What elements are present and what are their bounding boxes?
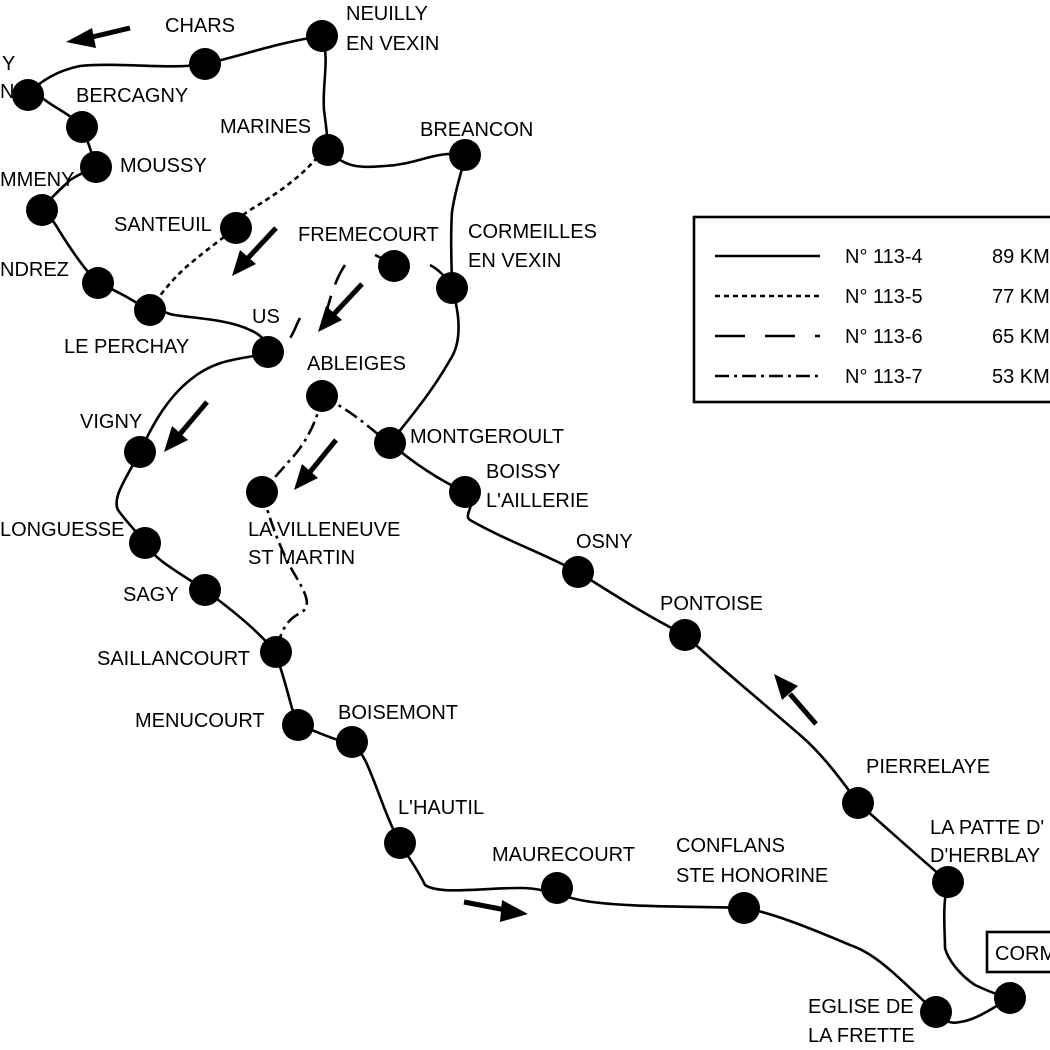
label-conflans: CONFLANS [676, 835, 785, 857]
stop-gadancourt [82, 267, 114, 299]
label-saillancourt: SAILLANCOURT [97, 648, 250, 670]
label-lhautil: L'HAUTIL [398, 797, 484, 819]
stop-marines [312, 134, 344, 166]
stop-boissy [449, 476, 481, 508]
label-conflans-2: STE HONORINE [676, 865, 828, 887]
stop-commeny [26, 194, 58, 226]
route-113-6-path [288, 253, 454, 339]
label-gadancourt: NDREZ [0, 259, 69, 281]
label-bercagny: BERCAGNY [76, 85, 188, 107]
stop-pierrelaye [842, 787, 874, 819]
stop-eglise-la-frette [920, 996, 952, 1028]
label-neuilly: NEUILLY [346, 3, 428, 25]
arrow-icon [164, 400, 209, 452]
stop-pontoise [669, 619, 701, 651]
direction-arrows [66, 25, 818, 922]
arrow-icon [463, 899, 528, 922]
legend-route-4: N° 113-7 [845, 366, 923, 388]
stop-chars [189, 48, 221, 80]
stop-us [252, 336, 284, 368]
stops [12, 20, 1026, 1028]
stop-menucourt [282, 709, 314, 741]
start-box: CORM [985, 930, 1050, 974]
label-nw-partial: Y [2, 53, 15, 75]
stop-vigny [124, 436, 156, 468]
legend-distance-1: 89 KM [992, 246, 1050, 268]
label-commeny: MMENY [0, 169, 74, 191]
stop-ableiges [306, 380, 338, 412]
label-moussy: MOUSSY [120, 155, 207, 177]
stop-conflans [728, 892, 760, 924]
stop-longuesse [129, 527, 161, 559]
label-ableiges: ABLEIGES [307, 353, 406, 375]
stop-maurecourt [541, 872, 573, 904]
label-la-villeneuve: LA VILLENEUVE [248, 519, 400, 541]
stop-la-patte [932, 866, 964, 898]
stop-breancon [449, 139, 481, 171]
label-us: US [252, 306, 280, 328]
label-pierrelaye: PIERRELAYE [866, 756, 990, 778]
route-113-4-path [26, 34, 1012, 1024]
arrow-icon [774, 674, 818, 726]
stop-nw-partial [12, 79, 44, 111]
stop-cormeilles-vexin [436, 272, 468, 304]
label-santeuil: SANTEUIL [114, 214, 212, 236]
label-le-perchay: LE PERCHAY [64, 336, 189, 358]
label-fremecourt: FREMECOURT [298, 224, 439, 246]
label-maurecourt: MAURECOURT [492, 844, 635, 866]
legend-distance-4: 53 KM [992, 366, 1050, 388]
label-neuilly-2: EN VEXIN [346, 33, 439, 55]
legend-distance-2: 77 KM [992, 286, 1050, 308]
arrow-icon [66, 25, 131, 48]
label-breancon: BREANCON [420, 119, 533, 141]
stop-santeuil [220, 212, 252, 244]
arrow-icon [294, 438, 338, 490]
stop-cormeilles-start [994, 982, 1026, 1014]
label-boisemont: BOISEMONT [338, 702, 458, 724]
place-labels: CHARS NEUILLY EN VEXIN Y N BERCAGNY MARI… [0, 3, 1044, 1047]
stop-moussy [80, 151, 112, 183]
label-montgeroult: MONTGEROULT [410, 426, 564, 448]
stop-lhautil [384, 827, 416, 859]
legend-route-3: N° 113-6 [845, 326, 923, 348]
label-cormeilles-vexin-2: EN VEXIN [468, 250, 561, 272]
stop-boisemont [336, 726, 368, 758]
label-cormeilles-vexin: CORMEILLES [468, 221, 597, 243]
stop-neuilly [306, 20, 338, 52]
stop-montgeroult [374, 427, 406, 459]
label-la-patte: LA PATTE D' [930, 817, 1044, 839]
legend-route-1: N° 113-4 [845, 246, 923, 268]
arrow-icon [318, 282, 364, 332]
label-boissy: BOISSY [486, 461, 560, 483]
label-eglise: EGLISE DE [808, 996, 914, 1018]
label-sagy: SAGY [123, 584, 179, 606]
label-cormeilles-start: CORM [995, 943, 1050, 965]
label-menucourt: MENUCOURT [135, 710, 265, 732]
label-eglise-2: LA FRETTE [808, 1025, 915, 1047]
label-pontoise: PONTOISE [660, 593, 763, 615]
stop-fremecourt [378, 250, 410, 282]
stop-la-villeneuve [246, 476, 278, 508]
stop-saillancourt [260, 636, 292, 668]
label-la-villeneuve-2: ST MARTIN [248, 547, 355, 569]
stop-bercagny [66, 111, 98, 143]
label-la-patte-2: D'HERBLAY [930, 845, 1040, 867]
label-longuesse: LONGUESSE [0, 519, 124, 541]
stop-sagy [189, 574, 221, 606]
label-boissy-2: L'AILLERIE [486, 490, 589, 512]
arrow-icon [232, 226, 278, 276]
label-nw-partial-2: N [0, 81, 14, 103]
stop-osny [562, 556, 594, 588]
legend: N° 113-4 89 KM N° 113-5 77 KM N° 113-6 6… [692, 215, 1050, 404]
legend-route-2: N° 113-5 [845, 286, 923, 308]
label-chars: CHARS [165, 15, 235, 37]
label-vigny: VIGNY [80, 411, 142, 433]
label-osny: OSNY [576, 531, 633, 553]
stop-le-perchay [134, 294, 166, 326]
label-marines: MARINES [220, 116, 311, 138]
legend-distance-3: 65 KM [992, 326, 1050, 348]
